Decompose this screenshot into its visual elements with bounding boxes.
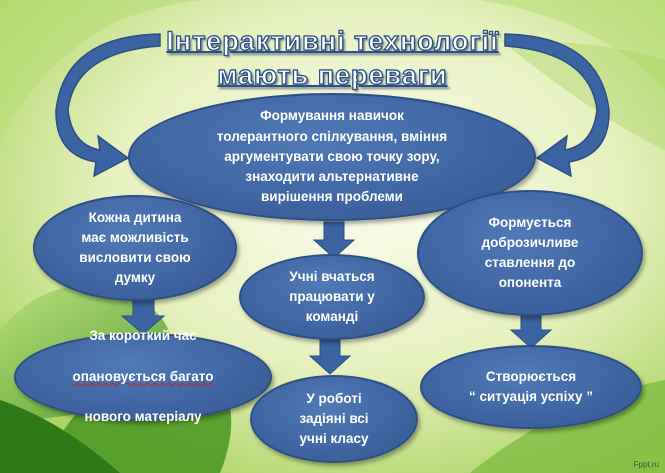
node-bottom-left: За короткий час опановується багато ново… — [14, 328, 272, 424]
node-bottom-left-line-3: нового матеріалу — [84, 409, 202, 425]
down-arrow-center — [312, 221, 356, 259]
node-bottom-middle: У роботі задіяні всі учні класу — [250, 375, 418, 463]
node-bottom-left-line-2: опановується багато — [72, 368, 214, 384]
node-bottom-left-text: За короткий час опановується багато ново… — [73, 306, 214, 448]
watermark: Fppt.ru — [633, 460, 659, 469]
curved-arrow-left — [55, 33, 161, 178]
node-bottom-left-line-1: За короткий час — [89, 328, 197, 344]
title-line-2: мають переваги — [217, 59, 448, 90]
node-right-text: Формується доброзичливе ставлення до опо… — [481, 214, 579, 291]
down-arrow-left — [120, 299, 166, 335]
node-left-text: Кожна дитина має можливість висловити св… — [79, 209, 191, 286]
node-middle: Учні вчаться працювати у команді — [239, 254, 425, 340]
curved-arrow-right — [504, 33, 610, 178]
node-right: Формується доброзичливе ставлення до опо… — [417, 190, 643, 316]
node-bottom-right: Створюється “ ситуація успіху ” — [420, 345, 642, 429]
node-bottom-right-text: Створюється “ ситуація успіху ” — [468, 368, 594, 404]
down-arrow-middle — [308, 339, 352, 375]
node-middle-text: Учні вчаться працювати у команді — [289, 268, 375, 325]
title-line-1: Інтерактивні технології — [166, 25, 499, 56]
node-center-text: Формування навичок толерантного спілкува… — [216, 108, 448, 205]
node-left: Кожна дитина має можливість висловити св… — [33, 195, 237, 301]
down-arrow-right — [509, 313, 553, 349]
node-bottom-middle-text: У роботі задіяні всі учні класу — [299, 390, 369, 447]
